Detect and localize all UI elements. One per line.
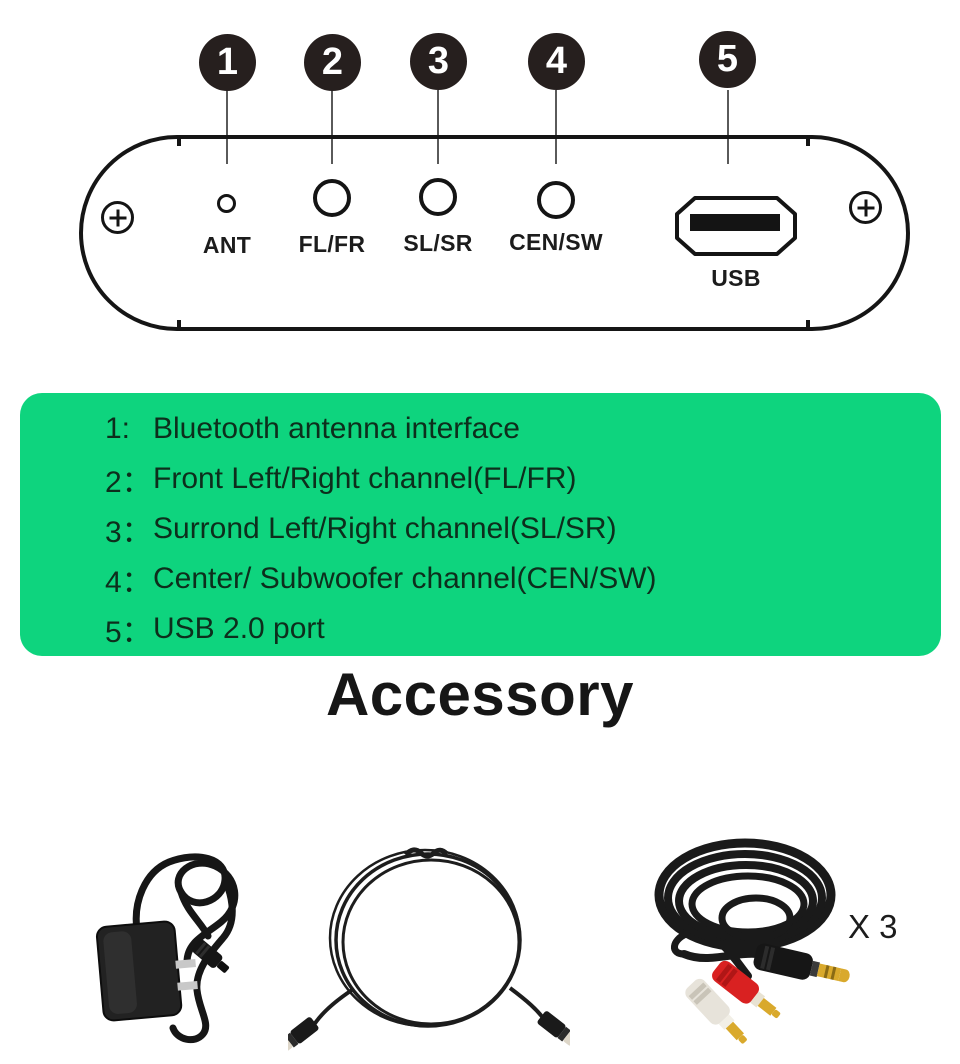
callout-5-badge: 5 [699,31,756,88]
panel-seam-mark [806,320,810,331]
legend-item-text: Surrond Left/Right channel(SL/SR) [153,512,617,545]
legend-item-text: Center/ Subwoofer channel(CEN/SW) [153,562,657,595]
legend-item-text: USB 2.0 port [153,612,325,645]
legend-item-num: 2： [105,466,152,499]
legend-box: 1: Bluetooth antenna interface 2： Front … [20,393,941,656]
quantity-label: X 3 [848,908,898,945]
accessory-heading: Accessory [325,661,635,728]
callout-2-line [331,90,333,164]
legend-item-num: 3： [105,516,152,549]
legend-item-2: 2： Front Left/Right channel(FL/FR) [105,454,941,504]
toslink-connector [288,1017,319,1052]
rca-plug-white [685,978,747,1044]
panel-seam-mark [177,135,181,146]
ant-jack [217,194,236,213]
legend-item-1: 1: Bluetooth antenna interface [105,404,941,454]
legend-item-5: 5： USB 2.0 port [105,604,941,654]
legend-item-num: 4： [105,566,152,599]
flfr-label: FL/FR [298,231,366,257]
rca-plug-red [712,960,781,1019]
usb-port-icon [675,196,797,256]
panel-seam-mark [806,135,810,146]
legend-item-text: Front Left/Right channel(FL/FR) [153,462,577,495]
aux-35mm-plug [753,943,850,983]
ant-label: ANT [202,232,252,258]
right-screw-icon [849,191,882,224]
legend-item-num: 1: [105,412,131,445]
toslink-connector [537,1011,570,1046]
rca-cable-photo [654,838,850,1044]
legend-item-4: 4： Center/ Subwoofer channel(CEN/SW) [105,554,941,604]
legend-item-text: Bluetooth antenna interface [153,412,520,445]
power-adapter-photo [95,853,239,1044]
callout-1-line [226,90,228,164]
slsr-label: SL/SR [403,230,473,256]
device-rear-panel: ANT FL/FR SL/SR CEN/SW USB [79,135,910,331]
callout-4-badge: 4 [528,33,585,90]
usb-label: USB [711,265,761,291]
slsr-jack [419,178,457,216]
censw-jack [537,181,575,219]
legend-item-3: 3： Surrond Left/Right channel(SL/SR) [105,504,941,554]
callout-4-line [555,90,557,164]
callout-2-badge: 2 [304,34,361,91]
callout-3-badge: 3 [410,33,467,90]
callout-1-badge: 1 [199,34,256,91]
callout-5-line [727,90,729,164]
left-screw-icon [101,201,134,234]
callout-3-line [437,90,439,164]
flfr-jack [313,179,351,217]
legend-item-num: 5： [105,616,152,649]
panel-seam-mark [177,320,181,331]
optical-cable-photo [288,847,570,1052]
censw-label: CEN/SW [509,229,603,255]
